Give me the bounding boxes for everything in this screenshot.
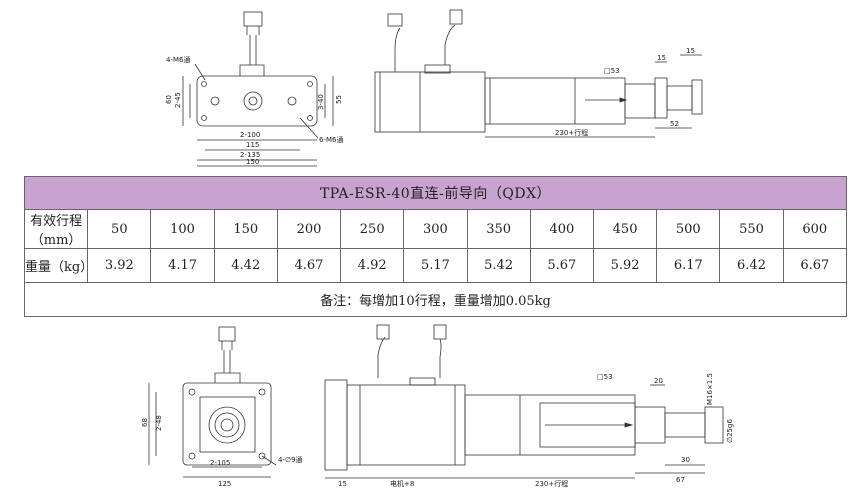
stroke-cell: 300 — [403, 209, 468, 249]
weight-cell: 5.17 — [403, 248, 468, 283]
weight-cell: 4.42 — [213, 248, 278, 283]
stroke-cell: 500 — [656, 209, 721, 249]
weight-cell: 6.42 — [719, 248, 784, 283]
top-front-hole-note: 4-M6通 — [166, 55, 190, 64]
top-technical-drawing: 4-M6通 60 2-45 3-40 55 2-100 115 2-135 15… — [165, 9, 703, 167]
bottom-front-plate — [182, 382, 272, 466]
weight-cell: 4.17 — [150, 248, 215, 283]
top-side-d15a: 15 — [657, 54, 666, 62]
top-front-dim-60: 60 — [165, 95, 173, 104]
table-title-row: TPA-ESR-40直连-前导向（QDX） — [24, 176, 847, 210]
bottom-technical-drawing: 68 2-48 2-105 125 4-∅9通 □53 20 M16×1.5 ∅… — [141, 324, 734, 488]
weight-label: 重量（kg） — [23, 248, 93, 283]
stroke-cell: 400 — [529, 209, 594, 249]
top-front-dim-3-40: 3-40 — [317, 94, 325, 110]
stroke-cell: 550 — [719, 209, 784, 249]
bottom-front-dim-125: 125 — [218, 480, 231, 488]
bottom-side-motor: 电机+8 — [390, 479, 414, 488]
top-front-dim-2-45: 2-45 — [174, 92, 182, 108]
bottom-motor-body — [346, 384, 466, 466]
stroke-row: 有效行程（mm） 50 100 150 200 250 300 350 400 … — [23, 209, 848, 249]
top-side-square: □53 — [604, 67, 620, 75]
weight-cell: 6.17 — [656, 248, 721, 283]
bottom-front-dim-68: 68 — [141, 418, 149, 427]
bottom-motor-flange — [324, 379, 348, 471]
stroke-cell: 50 — [87, 209, 152, 249]
weight-cell: 5.67 — [529, 248, 594, 283]
weight-cell: 5.92 — [592, 248, 658, 283]
bottom-side-shaft: ∅25g6 — [726, 419, 734, 443]
stroke-cell: 250 — [340, 209, 405, 249]
top-side-d52: 52 — [670, 120, 679, 128]
bottom-side-thread: M16×1.5 — [706, 373, 714, 405]
top-side-stroke: 230+行程 — [555, 128, 588, 137]
top-front-hole-note-2: 6-M6通 — [319, 135, 343, 144]
bottom-front-dim-2-105: 2-105 — [210, 459, 230, 467]
bottom-side-d15: 15 — [338, 480, 347, 488]
stroke-cell: 150 — [213, 209, 278, 249]
bottom-front-dim-2-48: 2-48 — [155, 415, 163, 431]
table-title: TPA-ESR-40直连-前导向（QDX） — [24, 176, 847, 210]
bottom-side-stroke: 230+行程 — [535, 479, 568, 488]
stroke-cell: 450 — [592, 209, 658, 249]
top-side-d15b: 15 — [686, 47, 695, 55]
weight-cell: 4.67 — [276, 248, 342, 283]
actuator-body — [484, 77, 626, 125]
weight-cell: 6.67 — [782, 248, 848, 283]
center-boss — [243, 91, 263, 111]
bottom-side-d67: 67 — [676, 476, 685, 484]
top-front-dim-55: 55 — [335, 95, 343, 104]
stroke-label: 有效行程（mm） — [23, 209, 89, 249]
spec-table: TPA-ESR-40直连-前导向（QDX） 有效行程（mm） 50 100 15… — [23, 176, 848, 317]
stroke-cell: 100 — [150, 209, 215, 249]
front-view-plate — [196, 75, 318, 127]
top-front-dim-115: 115 — [246, 141, 259, 149]
note-row: 备注：每增加10行程，重量增加0.05kg — [24, 282, 847, 317]
weight-cell: 3.92 — [87, 248, 152, 283]
weight-row: 重量（kg） 3.92 4.17 4.42 4.67 4.92 5.17 5.4… — [23, 248, 848, 283]
stroke-cell: 200 — [276, 209, 342, 249]
weight-cell: 5.42 — [466, 248, 531, 283]
stroke-cell: 600 — [782, 209, 848, 249]
top-front-dim-2-135: 2-135 — [240, 151, 260, 159]
table-note: 备注：每增加10行程，重量增加0.05kg — [24, 282, 847, 317]
bottom-side-d20: 20 — [654, 377, 663, 385]
weight-cell: 4.92 — [340, 248, 405, 283]
bottom-center-boss — [208, 406, 246, 444]
bottom-side-square: □53 — [597, 373, 613, 381]
top-front-dim-2-100: 2-100 — [240, 131, 260, 139]
bottom-front-hole-note: 4-∅9通 — [278, 455, 303, 464]
bottom-side-d30: 30 — [681, 456, 690, 464]
stroke-cell: 350 — [466, 209, 531, 249]
top-front-dim-150: 150 — [246, 158, 259, 166]
motor-body — [374, 71, 486, 133]
